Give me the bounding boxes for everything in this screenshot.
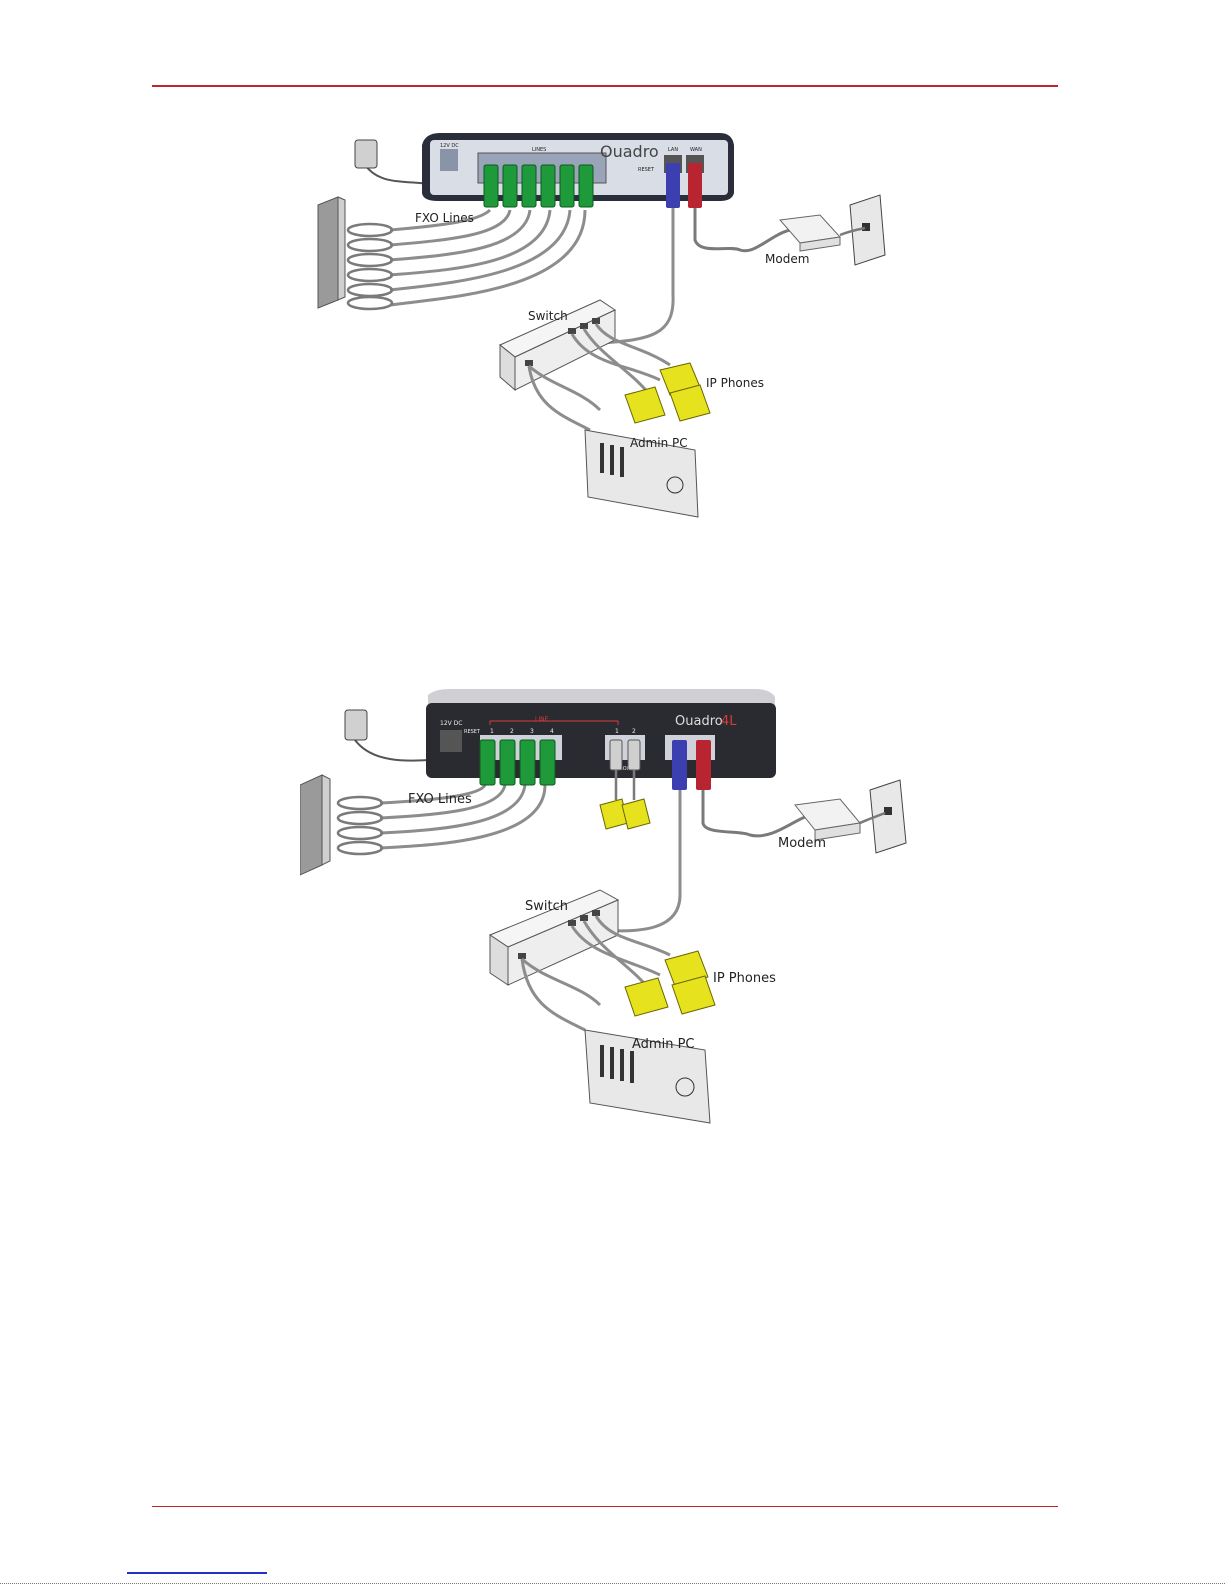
ip-phone-icons: [625, 951, 715, 1016]
line-label: LINE: [535, 716, 549, 723]
wan-plug: [696, 740, 711, 790]
ip-phones-label: IP Phones: [706, 376, 764, 390]
fxo-lines-label: FXO Lines: [415, 211, 474, 225]
phone-port-1: 1: [615, 728, 619, 735]
switch-label: Switch: [528, 309, 568, 323]
modem-icon: [780, 215, 840, 251]
lines-label: LINES: [532, 147, 546, 153]
switch-label: Switch: [525, 899, 568, 914]
device-brand: Ouadro: [675, 714, 723, 729]
quadro-4l-device: 12V DC RESET LINE 1 2 3 4 1 2 PHONE Ouad…: [426, 689, 776, 778]
footer-link-underline[interactable]: [127, 1572, 267, 1574]
modem-icon: [795, 799, 860, 840]
reset-label: RESET: [464, 729, 481, 735]
footer-rule: [152, 1506, 1058, 1507]
network-diagram-4-line: 12V DC RESET LINE 1 2 3 4 1 2 PHONE Ouad…: [300, 685, 920, 1130]
power-port-label: 12V DC: [440, 143, 459, 149]
reset-label: RESET: [638, 167, 655, 173]
device-model: 4L: [721, 714, 737, 729]
wan-cable: [695, 208, 790, 251]
wan-label: WAN: [690, 147, 702, 153]
lan-label: LAN: [668, 147, 678, 153]
page-edge-dotted-line: [0, 1583, 1225, 1584]
modem-label: Modem: [778, 836, 826, 851]
lan-plug: [672, 740, 687, 790]
network-diagram-6-line: 12V DC LINES Ouadro RESET LAN WAN: [300, 125, 900, 525]
wan-cable: [703, 790, 805, 836]
phone-port-2: 2: [632, 728, 636, 735]
line-port-3: 3: [530, 728, 534, 735]
ip-phones-label: IP Phones: [713, 971, 776, 986]
header-rule: [152, 85, 1058, 87]
wall-jack-panel-left: [300, 775, 330, 875]
coiled-cords: [348, 224, 392, 309]
analog-phone-icons: [600, 799, 650, 829]
line-port-2: 2: [510, 728, 514, 735]
admin-pc-label: Admin PC: [632, 1037, 694, 1052]
wall-jack-right: [860, 780, 906, 853]
line-port-1: 1: [490, 728, 494, 735]
line-port-4: 4: [550, 728, 554, 735]
admin-pc-label: Admin PC: [630, 436, 688, 450]
power-port-label: 12V DC: [440, 720, 462, 727]
modem-label: Modem: [765, 252, 809, 266]
lan-plug: [666, 163, 680, 208]
fxo-lines-label: FXO Lines: [408, 792, 472, 807]
wall-jack-right: [840, 195, 885, 265]
wan-plug: [688, 163, 702, 208]
quadro-device: 12V DC LINES Ouadro RESET LAN WAN: [422, 133, 734, 201]
coiled-cords: [338, 797, 382, 854]
device-brand: Ouadro: [600, 142, 659, 161]
wall-jack-panel-left: [318, 197, 345, 308]
